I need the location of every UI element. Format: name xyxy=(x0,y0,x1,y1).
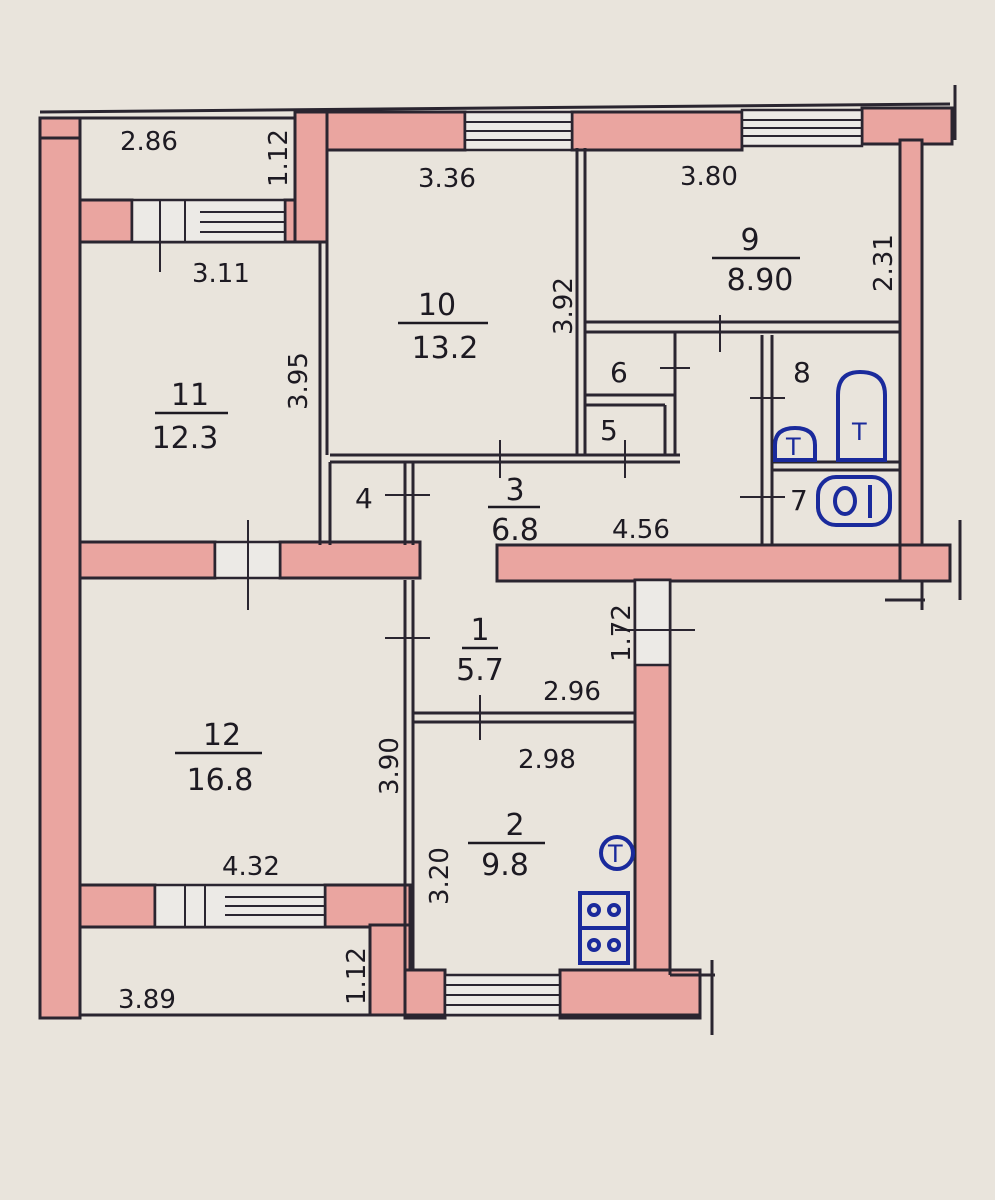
room-7-number: 7 xyxy=(790,484,808,517)
window-balcony-top xyxy=(130,198,287,244)
dim-room1-width: 2.96 xyxy=(543,677,601,707)
dim-room9-depth: 2.31 xyxy=(869,234,899,292)
dim-room12-depth: 3.90 xyxy=(375,737,405,795)
dim-balcony-top-width: 2.86 xyxy=(120,127,178,157)
stove-fixture xyxy=(578,891,630,965)
dim-room1-depth: 1.72 xyxy=(607,604,637,662)
dim-hall-length: 4.56 xyxy=(612,515,670,545)
room-10-area: 13.2 xyxy=(412,331,479,366)
room-2-area-value: 9.8 xyxy=(481,848,529,883)
room-11-area: 12.3 xyxy=(152,421,219,456)
wall-room10-left-upper xyxy=(293,110,329,244)
room-5-number: 5 xyxy=(600,414,618,447)
room-9-area: 8.90 xyxy=(727,263,794,298)
room-8-number: 8 xyxy=(793,356,811,389)
wall-room12-bottom-left xyxy=(78,883,157,929)
room-3-number: 3 xyxy=(505,473,524,508)
room-9-number: 9 xyxy=(740,223,759,258)
dim-room12-width: 4.32 xyxy=(222,852,280,882)
wall-hall-bottom-end xyxy=(898,543,952,583)
wall-hall-bottom-right xyxy=(495,543,904,583)
window-bottom-room2 xyxy=(443,973,562,1017)
dim-room2-width: 2.98 xyxy=(518,745,576,775)
wall-top-left xyxy=(38,116,82,140)
dim-room10-width: 3.36 xyxy=(418,164,476,194)
wall-room2-bottom-left xyxy=(403,968,447,1020)
door-ticks xyxy=(159,240,785,740)
dim-balcony-top-depth: 1.12 xyxy=(264,129,294,187)
dim-room11-depth: 3.95 xyxy=(284,352,314,410)
room-3-area: 6.8 xyxy=(491,513,539,548)
room-1-area: 5.7 xyxy=(456,653,504,688)
room-12-area: 16.8 xyxy=(187,763,254,798)
room-4-number: 4 xyxy=(355,482,373,515)
toilet-fixture: T xyxy=(836,369,887,462)
sink-fixture xyxy=(816,475,892,527)
radiator-label: T xyxy=(785,433,801,461)
wall-left-outer xyxy=(38,116,82,1020)
wall-balcony-left xyxy=(78,198,134,244)
dim-room9-width: 3.80 xyxy=(680,162,738,192)
wall-room2-bottom-right xyxy=(558,968,702,1020)
dim-room10-depth: 3.92 xyxy=(549,277,579,335)
heater-fixture: T xyxy=(599,835,635,871)
dim-room2-depth: 3.20 xyxy=(425,847,455,905)
window-balcony-bottom xyxy=(153,883,327,929)
room-10-number: 10 xyxy=(418,288,456,323)
wall-between-11-12-right xyxy=(278,540,422,580)
window-top-room10 xyxy=(463,110,574,152)
wall-right-outer xyxy=(898,138,924,552)
wall-between-11-12-left xyxy=(78,540,217,580)
room-11-number: 11 xyxy=(171,378,209,413)
outline-top xyxy=(39,102,951,114)
room-6-number: 6 xyxy=(610,356,628,389)
door-entrance xyxy=(615,578,695,667)
window-top-room9 xyxy=(740,108,864,148)
cut-lines xyxy=(710,85,962,1035)
wall-top-mid xyxy=(570,110,744,152)
wall-room12-bottom-right xyxy=(323,883,412,929)
dim-balcony-bottom-width: 3.89 xyxy=(118,985,176,1015)
dim-room11-width: 3.11 xyxy=(192,259,250,289)
room-12-number: 12 xyxy=(203,718,241,753)
room-1-number: 1 xyxy=(470,613,489,648)
room-2-number: 2 xyxy=(505,808,524,843)
dim-balcony-bottom-depth: 1.12 xyxy=(342,947,372,1005)
stove-label: T xyxy=(607,840,623,868)
door-11-12 xyxy=(213,520,282,610)
toilet-label: T xyxy=(851,418,867,446)
radiator-fixture: T xyxy=(773,425,817,462)
